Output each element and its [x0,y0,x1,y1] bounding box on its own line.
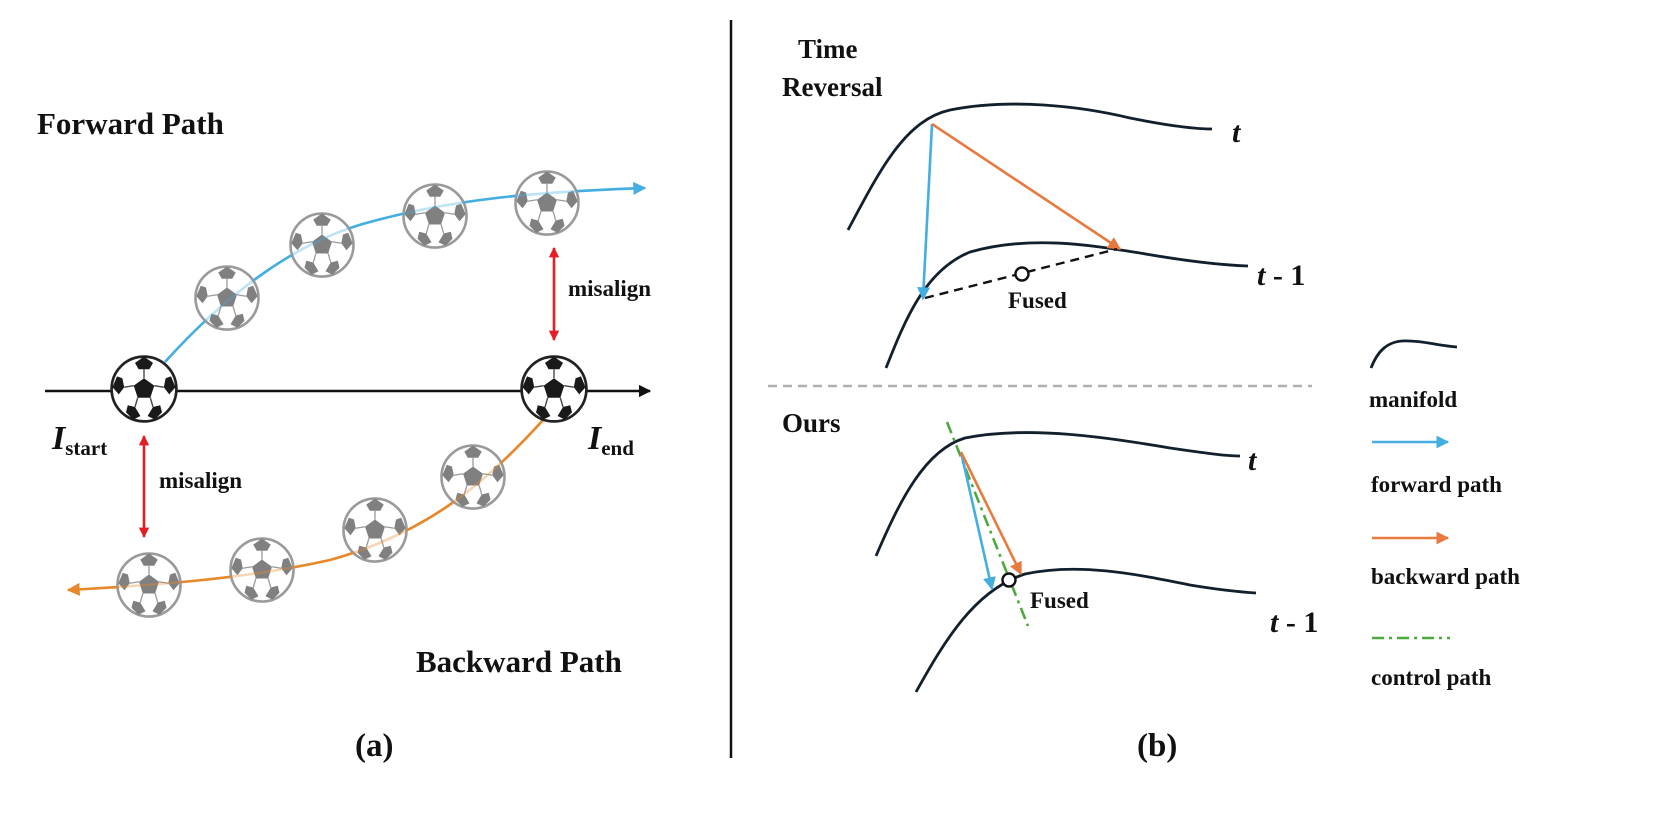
time-reversal-title-line1: Time [798,34,858,64]
t-minus-1-label-top: t - 1 [1257,259,1305,292]
panel-b: Time Reversal Fused t t - 1 Ours Fused t… [768,34,1318,764]
backward-arrow-bottom [959,451,1023,576]
legend-label-forward: forward path [1371,472,1502,497]
time-reversal-title-line2: Reversal [782,72,883,102]
fused-label-top: Fused [1008,288,1067,313]
manifold-t-bottom [874,431,1241,557]
curve-icon [1369,339,1458,369]
end-ball-icon [520,355,588,423]
manifold-t-top [846,102,1213,231]
panel-a: Forward Path Backward Path misalign misa… [37,106,651,764]
control-path-line [945,421,1030,627]
fused-dashed-line [924,247,1118,300]
manifold-t1-bottom [914,567,1257,693]
t-label-top: t [1232,116,1242,149]
fused-point-top [1014,266,1030,282]
end-label: Iend [587,420,634,460]
fused-label-bottom: Fused [1030,588,1089,613]
misalign-label-top: misalign [568,276,651,301]
legend-label-backward: backward path [1371,564,1520,589]
ball-icon [440,444,506,510]
misalign-label-bottom: misalign [159,468,242,493]
caption-a: (a) [355,728,393,764]
start-label: Istart [51,420,107,460]
start-ball-icon [110,355,178,423]
legend: manifold forward path backward path cont… [1369,339,1520,690]
legend-label-control: control path [1371,665,1492,690]
fused-point-bottom [1001,572,1017,588]
ball-icon [289,212,355,278]
manifold-t1-top [884,241,1249,369]
backward-path-title: Backward Path [416,644,622,679]
legend-label-manifold: manifold [1369,387,1457,412]
t-label-bottom: t [1248,444,1258,477]
ball-icon [514,170,580,236]
forward-path-title: Forward Path [37,106,224,141]
backward-arrow-top [931,122,1122,251]
caption-b: (b) [1137,728,1177,764]
forward-arrow-bottom [959,451,996,591]
ours-title: Ours [782,408,841,438]
forward-arrow-top [917,123,934,301]
ball-icon [402,183,468,249]
t-minus-1-label-bottom: t - 1 [1270,606,1318,639]
